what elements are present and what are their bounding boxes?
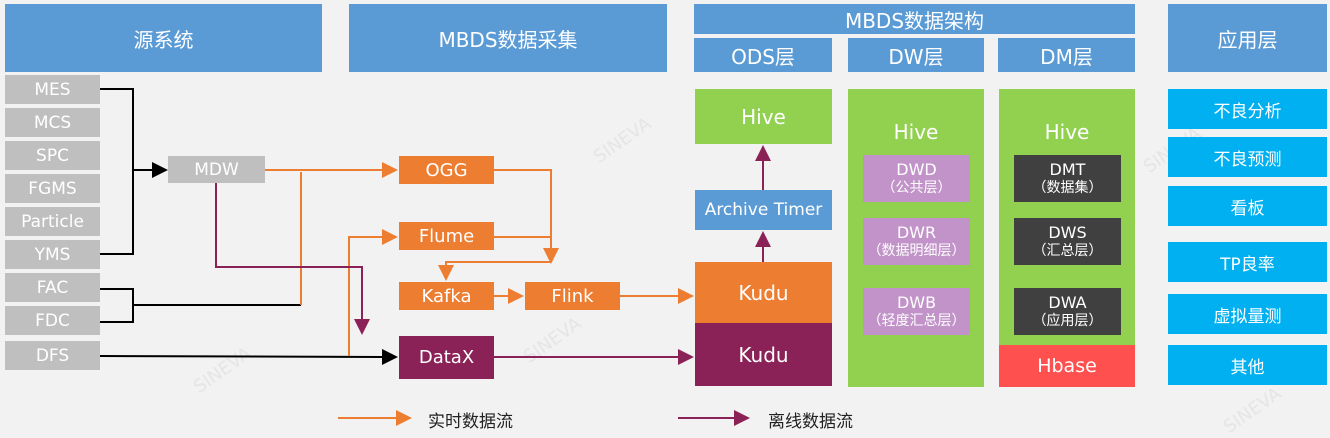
flow-realtime <box>265 162 694 426</box>
legend-offline: 离线数据流 <box>768 412 853 432</box>
source-dfs: DFS <box>5 341 100 370</box>
header-app: 应用层 <box>1168 4 1327 72</box>
dm-dmt: DMT （数据集） <box>1014 155 1121 202</box>
dw-dwr: DWR （数据明细层） <box>863 218 970 265</box>
app-tp-yield: TP良率 <box>1168 242 1327 282</box>
node-ogg: OGG <box>399 156 494 184</box>
dw-dwr-name: DWR <box>896 222 937 242</box>
source-mes: MES <box>5 75 100 104</box>
header-arch: MBDS数据架构 <box>694 4 1135 34</box>
dw-hive-label: Hive <box>893 120 939 144</box>
source-fgms: FGMS <box>5 174 100 203</box>
node-kafka: Kafka <box>399 282 494 310</box>
dw-dwb-sub: （轻度汇总层） <box>867 312 966 329</box>
ods-archive-timer: Archive Timer <box>695 190 832 230</box>
dm-dmt-sub: （数据集） <box>1032 179 1103 196</box>
app-dashboard: 看板 <box>1168 186 1327 226</box>
app-defect-analysis: 不良分析 <box>1168 89 1327 129</box>
dm-dwa-name: DWA <box>1048 292 1087 312</box>
app-virtual-metrology: 虚拟量测 <box>1168 294 1327 334</box>
dm-hbase: Hbase <box>999 345 1135 387</box>
dw-dwb-name: DWB <box>896 292 937 312</box>
ods-kudu-realtime: Kudu <box>695 262 832 323</box>
ods-kudu-offline: Kudu <box>695 323 832 386</box>
dw-dwd-sub: （公共层） <box>881 179 952 196</box>
header-dm: DM层 <box>998 38 1135 72</box>
ods-hive: Hive <box>695 89 832 144</box>
dm-hive-label: Hive <box>1044 120 1090 144</box>
dm-dws: DWS （汇总层） <box>1014 218 1121 265</box>
source-mcs: MCS <box>5 108 100 137</box>
node-mdw: MDW <box>168 156 265 183</box>
header-dw: DW层 <box>848 38 984 72</box>
header-ods: ODS层 <box>694 38 832 72</box>
flow-sources-to-mdw <box>100 88 168 255</box>
dm-dwa: DWA （应用层） <box>1014 288 1121 335</box>
dw-dwb: DWB （轻度汇总层） <box>863 288 970 335</box>
app-other: 其他 <box>1168 345 1327 385</box>
source-yms: YMS <box>5 240 100 269</box>
node-flume: Flume <box>399 222 494 250</box>
source-fdc: FDC <box>5 306 100 335</box>
dw-dwd: DWD （公共层） <box>863 155 970 202</box>
source-spc: SPC <box>5 141 100 170</box>
legend-realtime: 实时数据流 <box>428 412 513 432</box>
dm-dws-sub: （汇总层） <box>1032 242 1103 259</box>
flow-offline <box>215 145 771 426</box>
source-fac: FAC <box>5 273 100 302</box>
dm-dws-name: DWS <box>1048 222 1087 242</box>
dm-dwa-sub: （应用层） <box>1032 312 1103 329</box>
flow-dfs-to-datax <box>99 348 398 365</box>
app-defect-prediction: 不良预测 <box>1168 137 1327 177</box>
node-flink: Flink <box>525 282 620 310</box>
dw-dwd-name: DWD <box>896 159 937 179</box>
node-datax: DataX <box>399 336 494 379</box>
source-particle: Particle <box>5 207 100 236</box>
flow-fac-fdc <box>100 288 301 323</box>
dm-dmt-name: DMT <box>1049 159 1086 179</box>
header-collect: MBDS数据采集 <box>349 4 667 72</box>
dw-dwr-sub: （数据明细层） <box>867 242 966 259</box>
header-source: 源系统 <box>5 4 322 72</box>
